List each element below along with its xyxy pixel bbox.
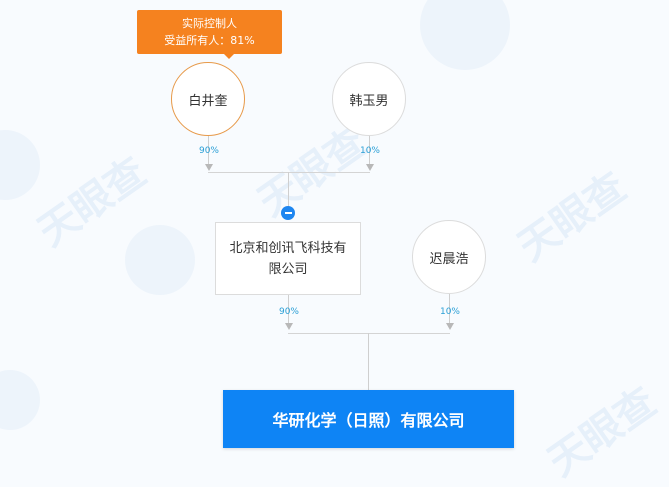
- connector-line: [288, 295, 289, 325]
- connector-line: [449, 294, 450, 325]
- intermediate-company-node[interactable]: 北京和创讯飞科技有限公司: [215, 222, 361, 295]
- shareholder-node[interactable]: 白井奎: [171, 62, 245, 136]
- connector-line: [288, 172, 289, 208]
- watermark-text: 天眼查: [509, 164, 635, 271]
- share-percent: 90%: [278, 307, 299, 317]
- target-company-name: 华研化学（日照）有限公司: [272, 411, 465, 430]
- connector-line: [368, 333, 369, 390]
- share-percent: 10%: [359, 146, 380, 156]
- connector-line: [208, 136, 209, 166]
- watermark-text: 天眼查: [539, 379, 665, 486]
- connector-line: [208, 172, 370, 173]
- connector-line: [369, 136, 370, 166]
- shareholder-node[interactable]: 韩玉男: [332, 62, 406, 136]
- connector-line: [288, 333, 450, 334]
- badge-title: 实际控制人: [182, 17, 237, 30]
- actual-controller-badge: 实际控制人 受益所有人：81%: [137, 10, 282, 54]
- badge-pointer: [224, 54, 234, 59]
- watermark-logo: [0, 130, 40, 200]
- shareholder-name: 迟晨浩: [429, 251, 469, 267]
- arrow-down-icon: [205, 164, 213, 171]
- arrow-down-icon: [446, 323, 454, 330]
- watermark-logo: [125, 225, 195, 295]
- arrow-down-icon: [366, 164, 374, 171]
- target-company-node[interactable]: 华研化学（日照）有限公司: [223, 390, 514, 448]
- shareholder-name: 韩玉男: [349, 93, 389, 109]
- share-percent: 90%: [198, 146, 219, 156]
- shareholder-name: 白井奎: [188, 93, 228, 109]
- arrow-down-icon: [285, 323, 293, 330]
- company-name: 北京和创讯飞科技有限公司: [229, 240, 347, 277]
- shareholder-node[interactable]: 迟晨浩: [412, 220, 486, 294]
- share-percent: 10%: [439, 307, 460, 317]
- watermark-logo: [0, 370, 40, 430]
- badge-beneficiary-share: 受益所有人：81%: [164, 34, 255, 47]
- minus-circle-icon[interactable]: [281, 206, 295, 220]
- watermark-logo: [420, 0, 510, 70]
